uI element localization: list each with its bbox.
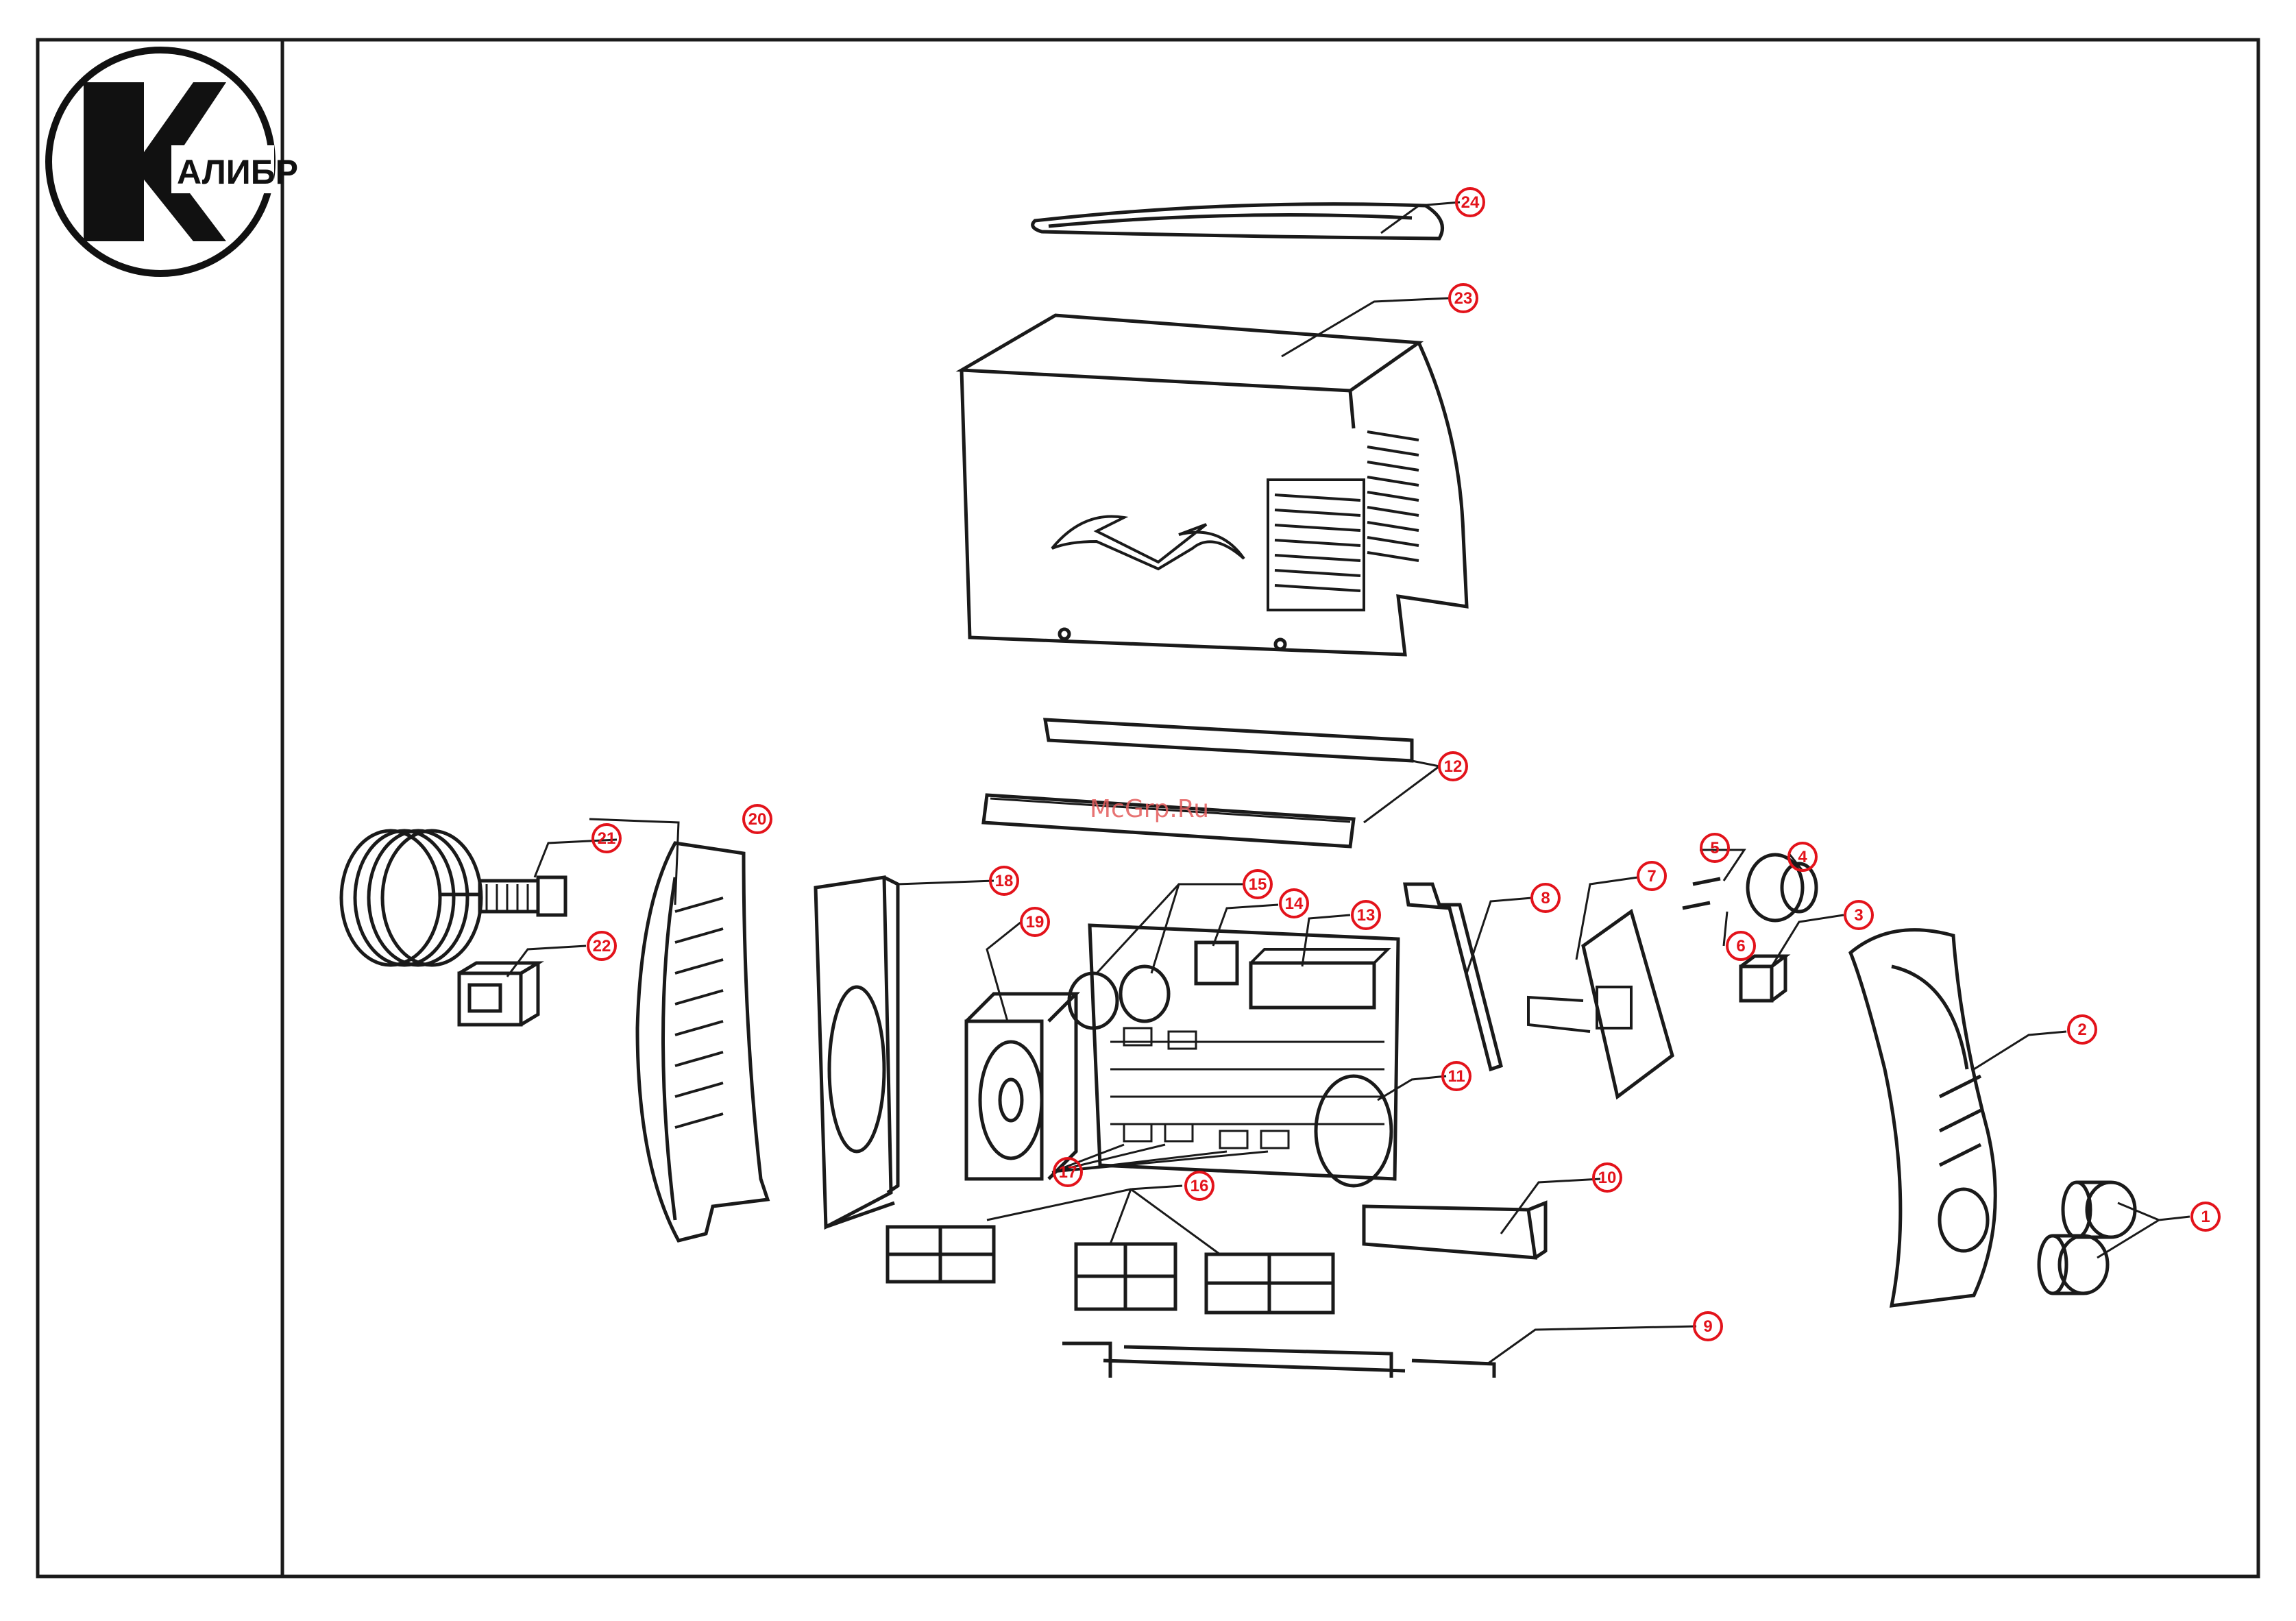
callout-number: 21	[598, 829, 616, 848]
callout-number: 24	[1461, 193, 1480, 212]
part-switch-rear	[459, 963, 538, 1025]
callout-numbers: 24 23 12 21 22 20 18 19 15 14 13 17 16 1…	[593, 193, 2210, 1336]
part-handle	[1033, 204, 1443, 239]
part-fan-bracket	[816, 877, 898, 1227]
callout-number: 20	[748, 810, 767, 829]
part-heatsinks	[888, 1227, 1333, 1313]
part-cable	[341, 831, 565, 965]
callout-number: 23	[1454, 289, 1473, 308]
callout-number: 18	[995, 872, 1014, 890]
callout-number: 4	[1798, 848, 1807, 866]
callout-number: 7	[1647, 867, 1656, 886]
callout-number: 13	[1357, 906, 1376, 925]
part-front-panel	[1851, 930, 1995, 1306]
company-logo: АЛИБР	[49, 50, 298, 273]
callout-number: 15	[1249, 875, 1267, 894]
part-knobs	[2039, 1182, 2135, 1293]
callout-number: 6	[1736, 937, 1745, 955]
callout-number: 3	[1854, 906, 1863, 925]
callout-number: 1	[2201, 1208, 2210, 1226]
callout-labels	[588, 188, 2219, 1340]
logo-brand-text: АЛИБР	[177, 153, 298, 191]
callout-number: 10	[1598, 1169, 1617, 1187]
callout-number: 22	[593, 937, 611, 955]
callout-number: 8	[1541, 889, 1550, 907]
callout-number: 9	[1703, 1317, 1712, 1336]
callout-number: 14	[1285, 894, 1304, 913]
part-control-plate	[1528, 912, 1672, 1097]
part-top-cover	[962, 315, 1467, 655]
callout-number: 5	[1710, 839, 1719, 857]
callout-number: 16	[1190, 1177, 1209, 1195]
callout-number: 19	[1026, 913, 1045, 931]
watermark-text: McGrp.Ru	[1090, 795, 1209, 823]
part-base	[1062, 1343, 1494, 1378]
callout-number: 12	[1444, 757, 1463, 776]
callout-number: 11	[1448, 1067, 1465, 1086]
part-rear-panel	[637, 843, 768, 1241]
leader-lines	[507, 202, 2190, 1364]
callout-number: 2	[2077, 1021, 2086, 1039]
part-rails	[984, 720, 1412, 846]
callout-number: 17	[1059, 1163, 1077, 1182]
part-fan	[966, 994, 1076, 1179]
